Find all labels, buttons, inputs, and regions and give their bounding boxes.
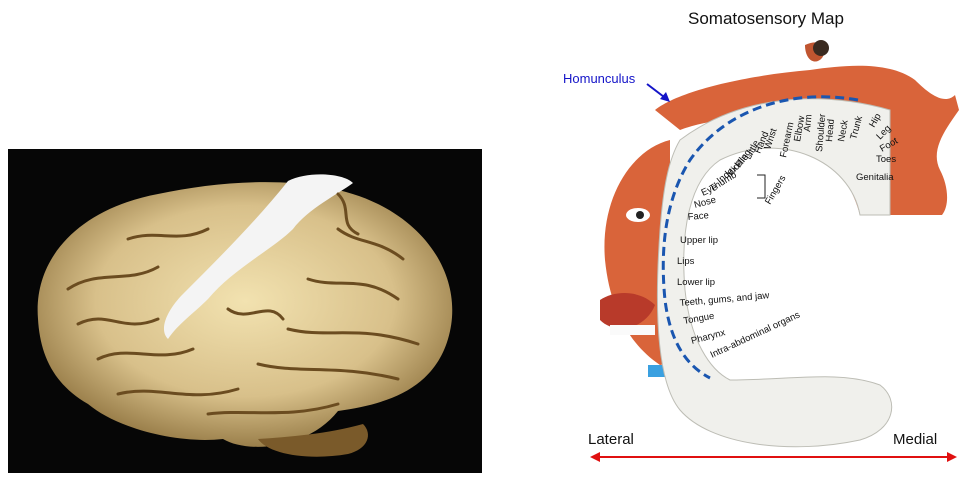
medial-label: Medial (893, 431, 937, 448)
label-fingers: Fingers (763, 173, 788, 206)
homunculus-label: Homunculus (563, 71, 635, 86)
label-upper-lip: Upper lip (680, 235, 718, 246)
label-genitalia: Genitalia (856, 172, 894, 183)
label-lips: Lips (677, 256, 695, 267)
label-lower-lip: Lower lip (677, 277, 715, 288)
lateral-label: Lateral (588, 431, 634, 448)
label-teeth-gums-jaw: Teeth, gums, and jaw (679, 290, 770, 309)
brain-photo (8, 149, 482, 473)
brain-illustration (8, 149, 482, 473)
label-nose: Nose (693, 195, 717, 211)
label-face: Face (687, 210, 709, 223)
label-toes: Toes (876, 154, 896, 165)
diagram-title: Somatosensory Map (688, 9, 844, 29)
